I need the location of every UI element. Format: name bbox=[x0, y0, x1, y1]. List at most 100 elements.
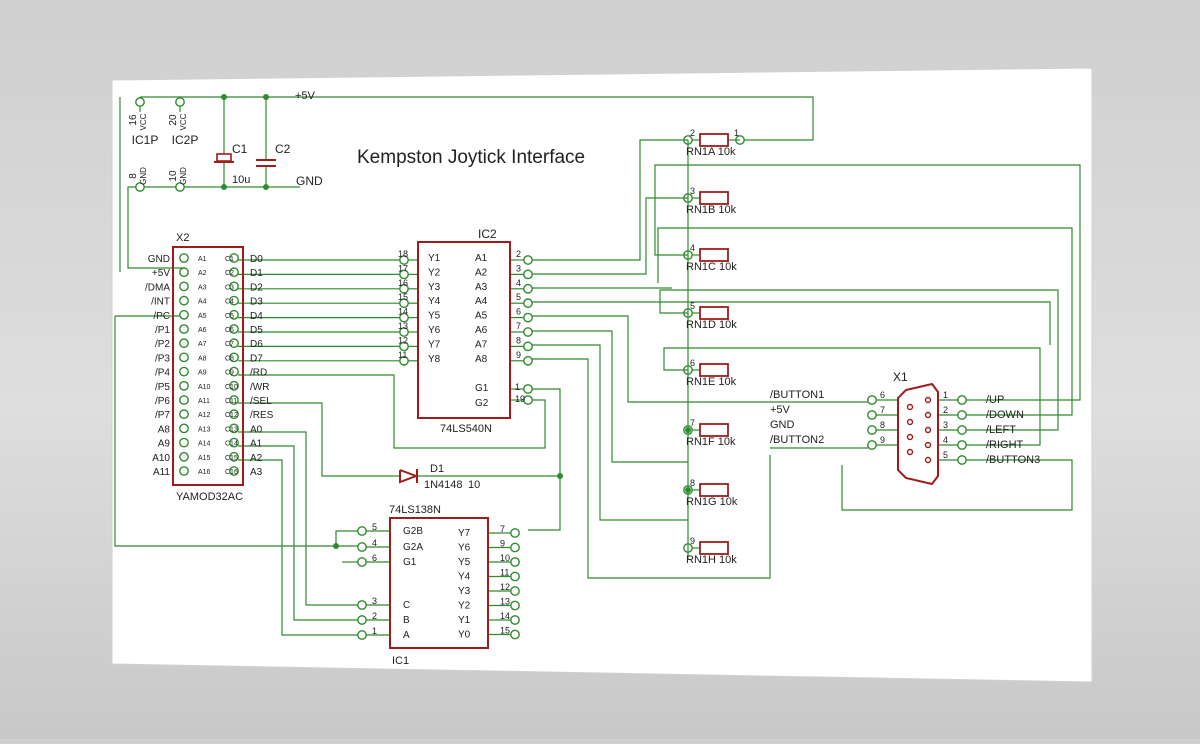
ic2-y-label: Y3 bbox=[428, 282, 441, 293]
x2-left-pin-number: A6 bbox=[198, 327, 207, 334]
ic2-a-label: A8 bbox=[475, 354, 488, 365]
pin-circle bbox=[510, 600, 520, 611]
pin-circle bbox=[229, 309, 239, 320]
wire-g2b bbox=[335, 530, 358, 546]
pin-circle bbox=[523, 341, 533, 352]
x2-left-label: /P1 bbox=[155, 325, 170, 336]
pin-circle bbox=[229, 451, 239, 462]
resistor-body bbox=[699, 423, 729, 437]
x1-right-pin-number: 3 bbox=[943, 420, 948, 430]
ic2-a-label: A5 bbox=[475, 311, 488, 322]
pin-circle bbox=[357, 600, 367, 610]
x2-left-pin-number: A7 bbox=[198, 341, 207, 348]
pin-circle bbox=[867, 395, 877, 405]
pin-circle bbox=[179, 324, 189, 334]
pin-circle bbox=[510, 615, 520, 625]
ic1-left-pin-number: 3 bbox=[372, 596, 377, 606]
x2-right-label: D5 bbox=[250, 325, 263, 336]
ic1-left-pin-number: 1 bbox=[372, 626, 377, 636]
wire-right bbox=[663, 347, 1041, 446]
x2-right-pin-number: C8 bbox=[225, 355, 234, 362]
ic1-left-pin-number: 2 bbox=[372, 611, 377, 621]
ic2-y-label: Y2 bbox=[428, 267, 441, 278]
pin-circle bbox=[179, 409, 189, 420]
ic1-right-label: Y3 bbox=[458, 586, 471, 597]
x1-name: X1 bbox=[893, 370, 908, 384]
wire-rd bbox=[238, 374, 546, 449]
junction-dot bbox=[685, 487, 691, 493]
ic-pwr-vcc-label: VCC bbox=[179, 113, 188, 130]
wire-a1-b bbox=[238, 445, 358, 621]
d1-name: D1 bbox=[430, 463, 444, 475]
x2-left-pin-number: A16 bbox=[198, 469, 211, 476]
pin-circle bbox=[510, 528, 520, 538]
pin-circle bbox=[179, 267, 189, 278]
ic2-g2-label: G2 bbox=[475, 398, 489, 409]
x2-left-pin-number: A8 bbox=[198, 355, 207, 362]
x2-right-pin-number: C2 bbox=[225, 270, 234, 277]
pin-circle bbox=[510, 557, 520, 567]
ic-pwr-vcc-label: VCC bbox=[139, 113, 148, 130]
x2-left-pin-number: A11 bbox=[198, 398, 210, 405]
pin-circle bbox=[179, 451, 189, 462]
x2-right-pin-number: C10 bbox=[225, 384, 238, 391]
wire-layer bbox=[114, 94, 1081, 640]
x1-right-label: /BUTTON3 bbox=[986, 454, 1040, 466]
x1-contact bbox=[924, 396, 932, 404]
resistor-label: RN1D 10k bbox=[686, 319, 737, 331]
pin-circle bbox=[957, 440, 967, 450]
ic1-left-label: C bbox=[403, 600, 410, 611]
junction-dot bbox=[221, 184, 227, 190]
vcc-label: +5V bbox=[295, 90, 316, 102]
pin-circle bbox=[523, 283, 533, 294]
ic2-y-label: Y8 bbox=[428, 354, 441, 365]
pin-circle bbox=[357, 630, 367, 640]
junction-dot bbox=[263, 184, 269, 190]
ic2-a-label: A4 bbox=[475, 296, 488, 307]
junction-dot bbox=[221, 94, 227, 100]
x1-right-pin-number: 5 bbox=[943, 450, 948, 460]
ic2-g1-label: G1 bbox=[475, 383, 489, 394]
ic2-left-pin-number: 13 bbox=[398, 321, 408, 331]
resistor-pin-number: 6 bbox=[690, 358, 695, 368]
x2-left-pin-number: A14 bbox=[198, 441, 211, 448]
pin-circle bbox=[229, 295, 239, 306]
pin-circle bbox=[229, 338, 239, 349]
part-layer bbox=[172, 133, 939, 649]
ic1-right-pin-number: 10 bbox=[500, 553, 510, 563]
x1-left-pin-number: 7 bbox=[880, 405, 885, 415]
ic2-left-pin-number: 14 bbox=[398, 307, 408, 317]
wire-a2 bbox=[532, 197, 688, 275]
pin-circle bbox=[510, 629, 520, 640]
ic-pwr-gnd-label: GND bbox=[179, 167, 188, 185]
pin-circle bbox=[357, 526, 367, 536]
x2-right-label: /RES bbox=[250, 410, 274, 421]
pin-circle bbox=[229, 380, 239, 391]
resistor-body bbox=[699, 248, 729, 262]
wire-down bbox=[657, 227, 1073, 416]
ic1-right-pin-number: 14 bbox=[500, 611, 510, 621]
ic1-left-label: A bbox=[403, 630, 410, 641]
resistor-pin-number: 4 bbox=[690, 243, 695, 253]
junction-dot bbox=[685, 427, 691, 433]
ic1-left-label: G2A bbox=[403, 542, 423, 553]
x2-left-pin-number: A15 bbox=[198, 455, 211, 462]
ic-pwr-pin-number: 16 bbox=[128, 114, 139, 126]
x2-right-pin-number: C6 bbox=[225, 327, 234, 334]
x2-left-pin-number: A10 bbox=[198, 384, 211, 391]
ic2-a-label: A6 bbox=[475, 325, 488, 336]
ic2-a-label: A3 bbox=[475, 282, 488, 293]
ic1-right-label: Y6 bbox=[458, 543, 471, 554]
pin-circle bbox=[179, 338, 189, 349]
pin-circle bbox=[523, 269, 533, 280]
x2-left-pin-number: A5 bbox=[198, 313, 207, 320]
x2-right-pin-number: C11 bbox=[225, 398, 237, 405]
wire-a8 bbox=[532, 358, 688, 579]
x2-left-pin-number: A9 bbox=[198, 370, 207, 377]
pin-circle bbox=[229, 324, 239, 334]
x2-right-label: D1 bbox=[250, 268, 263, 279]
ic1-left-pin-number: 5 bbox=[372, 522, 377, 532]
pin-circle bbox=[135, 97, 145, 107]
